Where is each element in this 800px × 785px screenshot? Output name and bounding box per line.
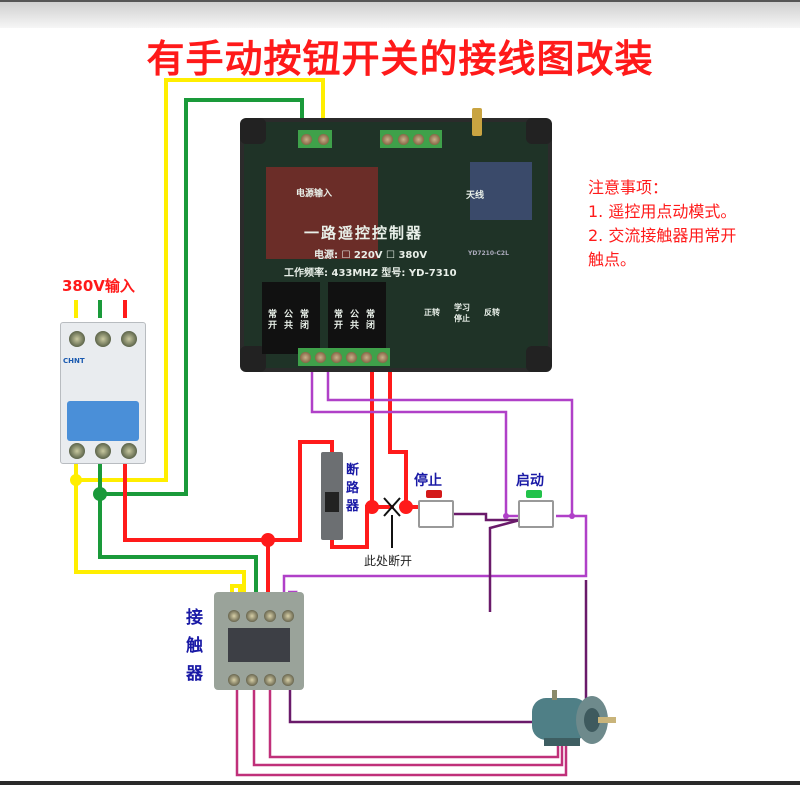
controller-name: 一路遥控控制器 (304, 224, 424, 242)
breaker-brand: CHNT (63, 357, 85, 365)
notes-heading: 注意事项： (588, 178, 669, 197)
three-pole-breaker: CHNT (60, 322, 146, 464)
relay-contact-label: 公共 (284, 310, 294, 331)
red-wire (123, 300, 420, 610)
notes-block: 注意事项： 1. 遥控用点动模式。 2. 交流接触器用常开 触点。 (588, 176, 736, 272)
note-item: 触点。 (588, 250, 637, 269)
stop-button-label: 停止 (414, 473, 442, 489)
mount-corner (526, 118, 552, 144)
relay-terminal-block (298, 348, 390, 366)
model-small: YD7210-C2L (468, 250, 509, 257)
power-spec: 电源: ☐ 220V ☐ 380V (314, 250, 428, 261)
relay-2 (328, 282, 386, 354)
antenna-connector-icon (472, 108, 482, 136)
mode-reverse-label: 反转 (484, 308, 500, 317)
limit-terminal (380, 130, 442, 148)
input-label: 380V输入 (62, 277, 135, 295)
mode-learn-stop-label: 学习停止 (454, 303, 470, 323)
mount-corner (526, 346, 552, 372)
mini-breaker-label: 断路器 (346, 463, 360, 514)
note-item: 1. 遥控用点动模式。 (588, 202, 737, 221)
green-wire (93, 98, 304, 610)
transformer (266, 167, 378, 259)
start-button[interactable] (518, 500, 554, 528)
break-mark-icon (383, 497, 401, 548)
relay-contact-label: 常闭 (366, 310, 376, 331)
power-terminal (298, 130, 332, 148)
relay-contact-label: 常闭 (300, 310, 310, 331)
relay-contact-label: 常开 (334, 310, 344, 331)
motor-icon (532, 690, 616, 746)
mount-corner (240, 118, 266, 144)
mount-corner (240, 346, 266, 372)
note-item: 2. 交流接触器用常开 (588, 226, 737, 245)
purple-wire (282, 372, 588, 611)
antenna-label: 天线 (466, 191, 485, 201)
dark-purple-wire (288, 512, 588, 724)
start-button-cap[interactable] (526, 490, 542, 498)
relay-1 (262, 282, 320, 354)
mini-breaker (321, 452, 343, 540)
power-input-label: 电源输入 (296, 189, 333, 199)
mode-forward-label: 正转 (424, 308, 440, 317)
rf-module (470, 162, 532, 220)
motor-wire (235, 690, 568, 777)
remote-controller-board: 电源输入 天线 一路遥控控制器 电源: ☐ 220V ☐ 380V 工作频率: … (240, 108, 552, 372)
stop-button[interactable] (418, 500, 454, 528)
start-button-label: 启动 (516, 473, 544, 489)
contactor-label: 接触器 (186, 608, 203, 684)
diagram-title: 有手动按钮开关的接线图改装 (146, 37, 654, 81)
breaker-toggle (67, 401, 139, 441)
stop-button-cap[interactable] (426, 490, 442, 498)
break-note: 此处断开 (364, 554, 413, 568)
window-bottom-bar (0, 781, 800, 785)
relay-contact-label: 公共 (350, 310, 360, 331)
relay-contact-label: 常开 (268, 310, 278, 331)
ac-contactor (214, 592, 304, 690)
frequency-model: 工作频率: 433MHZ 型号: YD-7310 (284, 268, 457, 279)
window-top-bar (0, 0, 800, 28)
